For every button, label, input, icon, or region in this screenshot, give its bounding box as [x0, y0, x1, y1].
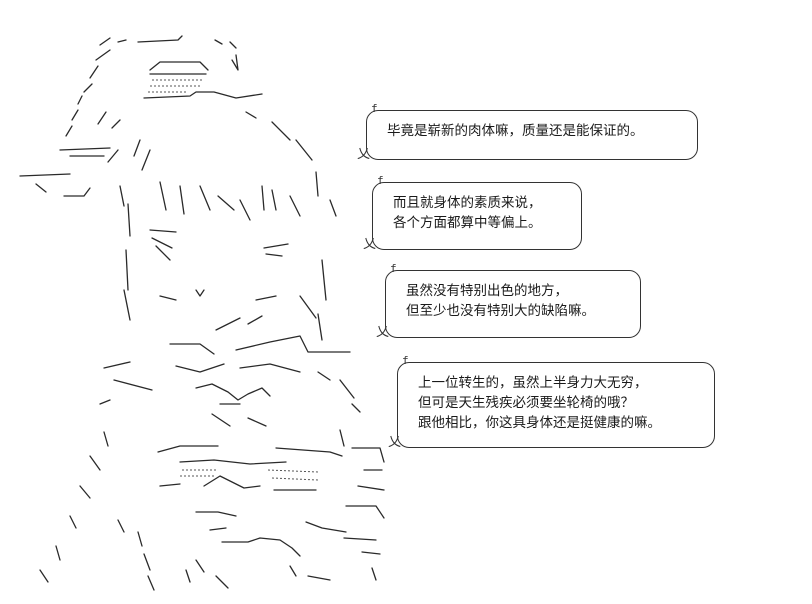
mouth	[195, 289, 205, 297]
hair-texture	[148, 79, 204, 93]
bangs	[159, 181, 251, 221]
lower-left	[117, 519, 155, 591]
left-side-strands	[19, 147, 111, 197]
chin-line	[169, 335, 351, 355]
collar	[103, 361, 331, 381]
bubble-text-line: 上一位转生的，虽然上半身力大无穷，	[418, 375, 648, 391]
chair-lines	[39, 559, 229, 589]
eye-left	[149, 229, 177, 261]
bubble-text-line: 但至少也没有特别大的缺陷嘛。	[406, 303, 595, 319]
jacket-front	[157, 445, 343, 465]
bubble-text-line: 跟他相比，你这具身体还是挺健康的嘛。	[418, 415, 661, 431]
bubble-text-line: 各个方面都算中等偏上。	[393, 215, 542, 231]
bubble-text-line: 而且就身体的素质来说，	[393, 195, 542, 211]
bubble-text-line: 毕竟是崭新的肉体嘛，质量还是能保证的。	[387, 123, 644, 139]
jacket-texture	[180, 469, 319, 481]
bubble-text-line: 但可是天生残疾必须要坐轮椅的哦？	[418, 395, 634, 411]
bubble-hook-mark: f	[402, 354, 409, 367]
hands	[195, 511, 301, 557]
face-right-line	[261, 171, 337, 217]
bubble-text-line: 虽然没有特别出色的地方，	[406, 283, 568, 299]
right-jaw	[299, 259, 327, 341]
bubble-tail-mark: 乂	[388, 435, 402, 450]
bubble-tail-mark: 乂	[357, 147, 371, 162]
speech-bubble-4: f 上一位转生的，虽然上半身力大无穷， 但可是天生残疾必须要坐轮椅的哦？ 跟他相…	[388, 354, 715, 449]
arms	[159, 475, 317, 491]
torso-right	[339, 429, 385, 519]
bubble-hook-mark: f	[390, 262, 397, 275]
eye-right	[263, 243, 289, 257]
character-drawing	[19, 35, 385, 591]
cheeks	[159, 295, 277, 331]
hair-right	[231, 54, 313, 161]
bow-tie	[195, 383, 271, 427]
hair-top-band	[143, 61, 263, 99]
hair-ribbon	[99, 35, 237, 49]
bubble-tail-mark: 乂	[363, 237, 377, 252]
ascii-art-character	[0, 0, 390, 604]
face-left-line	[119, 185, 131, 321]
hair-strands-left	[65, 49, 111, 137]
lower-right	[289, 521, 381, 581]
bubble-tail-mark: 乂	[376, 325, 390, 340]
bubble-hook-mark: f	[377, 174, 384, 187]
speech-bubble-1: f 毕竟是崭新的肉体嘛，质量还是能保证的。 乂	[357, 102, 698, 161]
speech-bubble-3: f 虽然没有特别出色的地方， 但至少也没有特别大的缺陷嘛。 乂	[376, 262, 641, 339]
speech-bubble-2: f 而且就身体的素质来说， 各个方面都算中等偏上。 乂	[363, 174, 582, 251]
bubble-hook-mark: f	[371, 102, 378, 115]
shoulders	[99, 379, 361, 413]
torso-left	[55, 431, 109, 561]
head-outline	[97, 111, 151, 171]
